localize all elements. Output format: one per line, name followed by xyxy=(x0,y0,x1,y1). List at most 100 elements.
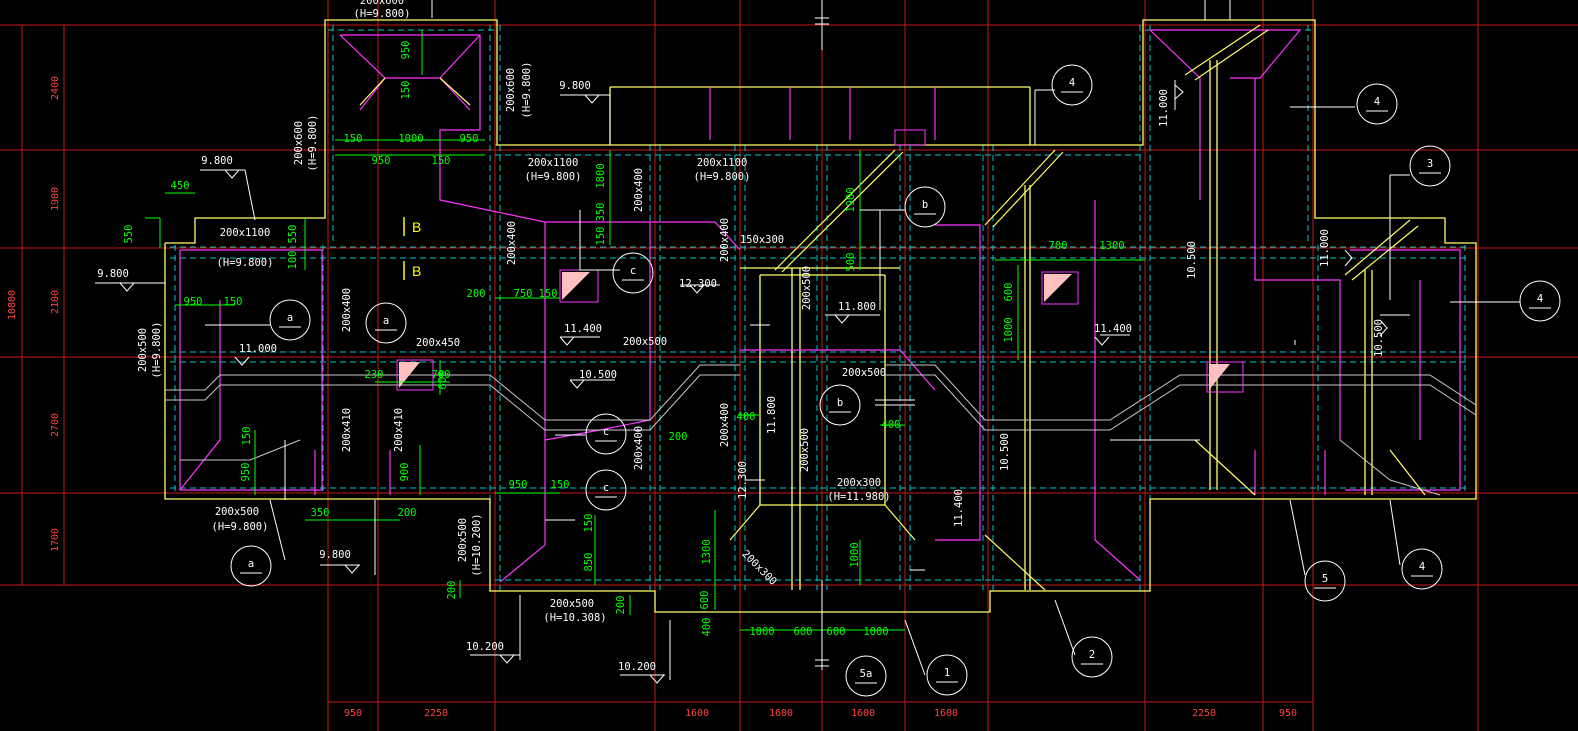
dimension-text: 200 xyxy=(446,581,458,600)
leader-lines xyxy=(95,0,1520,680)
callout-b: b xyxy=(904,186,946,228)
dimension-text: 200 xyxy=(669,431,688,443)
dimension-text: 1000 xyxy=(849,542,861,567)
elevation-label: 9.800 xyxy=(319,549,351,561)
beam-label: 200x400 xyxy=(633,168,645,212)
elevation-label: 12.300 xyxy=(737,461,749,499)
beam-label: 200x410 xyxy=(341,408,353,452)
dimension-text: 600 xyxy=(794,626,813,638)
dimension-text: 150 xyxy=(241,427,253,446)
elevation-label: 10.500 xyxy=(999,433,1011,471)
dimension-text: 600 xyxy=(699,591,711,610)
dimension-text: 400 xyxy=(882,419,901,431)
callout-label: b xyxy=(922,199,928,211)
bottom-dim: 1600 xyxy=(769,708,793,719)
beam-label: 200x400 xyxy=(633,426,645,470)
elevation-label: 11.000 xyxy=(239,343,277,355)
beam-label: 200x500 xyxy=(550,598,594,610)
elevation-label: 11.400 xyxy=(953,489,965,527)
callout-c: c xyxy=(585,469,627,511)
dimension-text: 950 xyxy=(400,41,412,60)
dimension-text: 750 xyxy=(514,288,533,300)
callout-4: 4 xyxy=(1051,64,1093,106)
beam-label: 200x450 xyxy=(416,337,460,349)
elevation-label: 12.300 xyxy=(679,278,717,290)
elevation-label: 10.500 xyxy=(1186,241,1198,279)
dimension-text: 150 xyxy=(539,288,558,300)
dimension-text: 350 xyxy=(311,507,330,519)
elevation-label: 9.800 xyxy=(201,155,233,167)
callout-label: c xyxy=(603,426,609,438)
left-dimension-chain xyxy=(16,24,70,586)
dimension-text: 1300 xyxy=(1099,240,1124,252)
callout-label: 4 xyxy=(1069,77,1075,89)
bottom-dim: 1600 xyxy=(685,708,709,719)
beam-label: 200x1100 xyxy=(697,157,748,169)
dimension-lines xyxy=(145,30,1145,631)
left-dim-segment: 2400 xyxy=(50,76,61,100)
dimension-text: 1900 xyxy=(845,187,857,212)
beam-label: 200x500 xyxy=(457,518,469,562)
beam-label: 200x1100 xyxy=(528,157,579,169)
dimension-text: 200 xyxy=(467,288,486,300)
beam-label: (H=9.800) xyxy=(217,257,274,269)
callout-label: 1 xyxy=(944,667,950,679)
callout-label: 4 xyxy=(1537,293,1543,305)
beam-label: 200x600 xyxy=(505,68,517,112)
dimension-text: 400 xyxy=(737,411,756,423)
callout-4: 4 xyxy=(1401,548,1443,590)
callout-label: 4 xyxy=(1374,96,1380,108)
callout-label: a xyxy=(287,312,293,324)
dimension-text: 950 xyxy=(509,479,528,491)
dimension-text: 150 xyxy=(224,296,243,308)
dimension-text: 950 xyxy=(184,296,203,308)
elevation-label: 11.000 xyxy=(1319,229,1331,267)
dimension-text: 700 xyxy=(1049,240,1068,252)
callout-label: b xyxy=(837,397,843,409)
dimension-text: 200 xyxy=(398,507,417,519)
beam-label: (H=9.800) xyxy=(521,62,533,119)
dimension-text: 1300 xyxy=(701,539,713,564)
beam-label: 200x300 xyxy=(837,477,881,489)
callout-c: c xyxy=(585,413,627,455)
elevation-label: 11.400 xyxy=(564,323,602,335)
beam-label: 200x400 xyxy=(506,221,518,265)
dimension-text: 500 xyxy=(845,253,857,272)
dimension-text: 150 xyxy=(551,479,570,491)
dimension-text: 1000 xyxy=(749,626,774,638)
callout-a: a xyxy=(269,299,311,341)
opening-fills xyxy=(399,272,1230,390)
dimension-text: 150 xyxy=(583,514,595,533)
beam-label: 200x400 xyxy=(719,403,731,447)
beam-label: (H=11.980) xyxy=(827,491,890,503)
callout-1: 1 xyxy=(926,654,968,696)
elevation-label: 10.500 xyxy=(1373,319,1385,357)
bottom-dim: 2250 xyxy=(424,708,448,719)
beam-label: (H=9.800) xyxy=(307,115,319,172)
top-beam-elevation: (H=9.800) xyxy=(354,8,411,20)
elevation-label: 9.800 xyxy=(97,268,129,280)
dimension-text: 230 xyxy=(365,369,384,381)
bottom-dim: 1600 xyxy=(851,708,875,719)
beam-label: 150x300 xyxy=(740,234,784,246)
left-dim-segment: 2100 xyxy=(50,290,61,314)
roof-hip-lines xyxy=(165,364,1477,496)
left-dim-segment: 1700 xyxy=(50,528,61,552)
dimension-text: 950 xyxy=(372,155,391,167)
dimension-text: 550 xyxy=(123,225,135,244)
dimension-text: 950 xyxy=(460,133,479,145)
callout-label: c xyxy=(630,265,636,277)
dimension-text: 700 xyxy=(432,369,451,381)
beam-label: 200x400 xyxy=(719,218,731,262)
dimension-text: 150 xyxy=(432,155,451,167)
beam-label: 200x400 xyxy=(341,288,353,332)
beam-label: 200x1100 xyxy=(220,227,271,239)
callout-3: 3 xyxy=(1409,145,1451,187)
beam-label: 200x500 xyxy=(137,328,149,372)
dimension-text: 350 xyxy=(595,203,607,222)
elevation-label: 11.400 xyxy=(1094,323,1132,335)
callout-c: c xyxy=(612,252,654,294)
